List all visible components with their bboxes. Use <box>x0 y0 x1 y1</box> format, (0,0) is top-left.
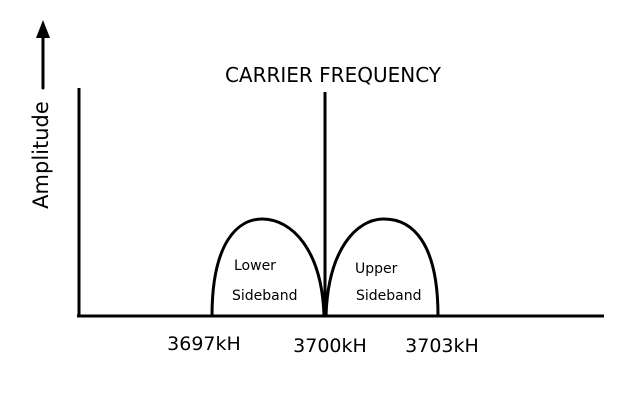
upper-sideband-label-line1: Upper <box>355 261 398 277</box>
frequency-label-center: 3700kH <box>293 335 367 357</box>
upper-sideband-label-line2: Sideband <box>356 288 422 304</box>
lower-sideband-label-line1: Lower <box>234 258 276 274</box>
lower-sideband-lobe <box>210 217 326 317</box>
carrier-label: CARRIER FREQUENCY <box>225 63 442 87</box>
y-axis-label: Amplitude <box>29 101 53 209</box>
lower-sideband-label-line2: Sideband <box>232 288 298 304</box>
upper-sideband-lobe <box>324 217 440 317</box>
frequency-label-upper: 3703kH <box>405 335 479 357</box>
y-axis-arrow <box>36 20 50 90</box>
frequency-label-lower: 3697kH <box>167 333 241 355</box>
